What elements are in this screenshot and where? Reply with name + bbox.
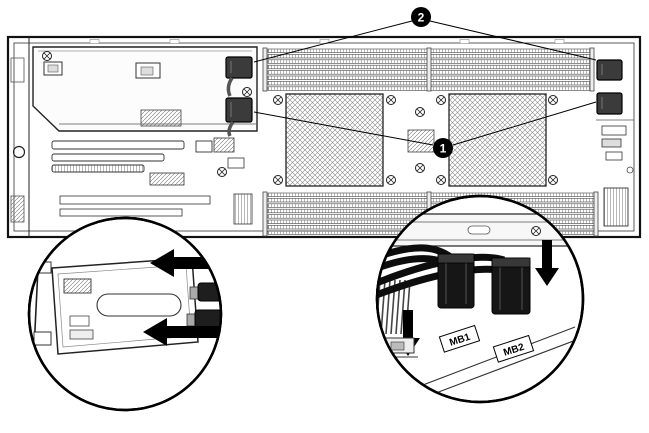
expansion-slot [51, 164, 145, 173]
cable-stub [226, 77, 234, 97]
screw-icon [548, 95, 558, 105]
screw-icon [386, 95, 396, 105]
screw-icon [436, 175, 446, 185]
callout-1-leader-right [452, 101, 597, 146]
cable-connector-left-bottom [225, 97, 253, 123]
callout-1-badge [433, 138, 453, 158]
mb2-label-plate: MB2 [492, 334, 535, 363]
callout-1-leader-left [253, 111, 434, 146]
front-bracket [10, 57, 25, 83]
insert-arrow-top-icon [150, 249, 220, 277]
screw-icon [273, 95, 283, 105]
cable-connector-right-top [596, 59, 623, 81]
riser-cage [32, 46, 258, 132]
screw-icon [415, 107, 425, 117]
screw-icon [242, 87, 252, 97]
detail-view-left [27, 216, 240, 412]
screw-icon [436, 95, 446, 105]
screw-icon [217, 167, 227, 177]
screw-icon [415, 163, 425, 173]
callout-1-group: 1 [253, 101, 597, 158]
heatsink-right [448, 93, 547, 187]
right-edge-components [596, 119, 634, 227]
expansion-slot-area [51, 137, 253, 225]
board-cutout [96, 293, 182, 317]
thumbscrew [12, 145, 26, 159]
cable-stub [227, 120, 235, 137]
expansion-slot [51, 140, 185, 150]
callout-2-label: 2 [418, 11, 425, 25]
board-edge [414, 326, 576, 389]
expansion-slot [51, 153, 165, 162]
front-vent [10, 195, 25, 223]
cable-connector-left-top [225, 56, 253, 79]
callout-2-badge [411, 7, 431, 27]
cable-connector-right-bottom [596, 92, 623, 115]
mid-vent [407, 129, 435, 153]
cable-connector-mb1 [437, 253, 475, 309]
riser-cage-outline [32, 46, 258, 132]
board-slot [59, 195, 211, 205]
riser-component [63, 278, 92, 294]
press-down-arrow-right-icon [535, 240, 559, 286]
heatsink-left [285, 93, 384, 187]
screw-icon [386, 175, 396, 185]
screw-icon [273, 175, 283, 185]
detail-view-right: MB1 MB2 [375, 194, 585, 404]
screw-icon [42, 51, 52, 61]
screw-icon [548, 175, 558, 185]
callout-2-leader-right [429, 20, 597, 61]
mb1-label-plate: MB1 [438, 324, 481, 353]
callout-2-group: 2 [253, 7, 597, 63]
cable-connectors-left [225, 56, 253, 137]
cable [225, 291, 240, 292]
cable [222, 319, 238, 320]
callout-2-leader-left [253, 20, 413, 63]
board-edge [427, 336, 582, 397]
screw-icon [531, 226, 541, 236]
cable-plug-bottom [186, 309, 238, 329]
callout-1-label: 1 [440, 142, 447, 156]
server-chassis [6, 35, 642, 239]
top-rail-holes [89, 39, 565, 44]
cable-connectors-right [596, 59, 623, 115]
insert-arrow-bottom-icon [143, 318, 220, 346]
dimm-bank-top [262, 47, 595, 92]
cable-connector-mb2 [491, 257, 531, 315]
cage-vent [140, 109, 182, 127]
board-slot [59, 208, 183, 217]
